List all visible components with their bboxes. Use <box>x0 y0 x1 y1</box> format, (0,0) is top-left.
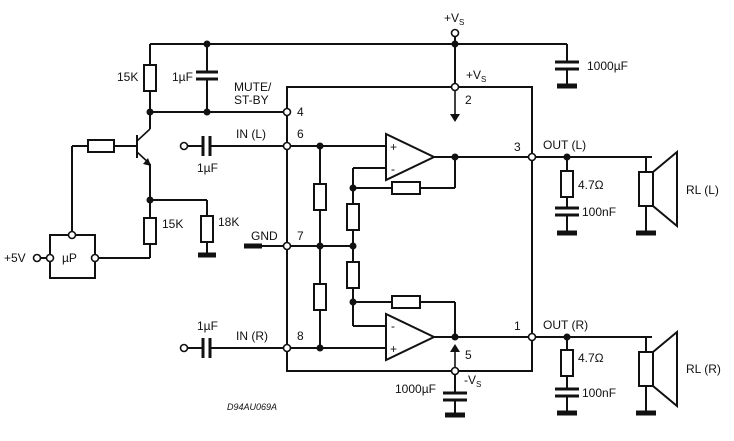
opamp-left-plus: - <box>391 162 395 176</box>
c-zobel-l-label: 100nF <box>582 205 616 219</box>
supply-arrow-down <box>450 114 460 122</box>
plus-vs-pin-label: +VS <box>466 68 486 84</box>
c-bottom-bulk-label: 1000µF <box>395 382 436 396</box>
opamp-left <box>385 132 528 182</box>
gnd-label: GND <box>251 229 278 243</box>
pin-4-number: 4 <box>297 105 304 119</box>
pin-5-number: 5 <box>465 348 472 362</box>
pin-1-number: 1 <box>514 319 521 333</box>
in-l-label: IN (L) <box>236 127 266 141</box>
r-15k-bottom-label: 15K <box>162 217 183 231</box>
pin-3-node <box>527 152 537 162</box>
pin-4-node <box>282 107 292 117</box>
plus-vs-top-label: +VS <box>444 11 464 27</box>
output-l-network <box>536 153 652 236</box>
mute-label-line2: ST-BY <box>234 93 269 107</box>
capacitor-1000uf-top <box>555 44 579 89</box>
capacitor-1000uf-bottom <box>443 375 467 418</box>
c-zobel-r-label: 100nF <box>582 386 616 400</box>
pin-2-node <box>450 82 460 92</box>
pin-8-number: 8 <box>297 329 304 343</box>
pin-2-number: 2 <box>465 93 472 107</box>
base-resistor <box>71 139 137 232</box>
micro-label: µP <box>62 251 77 265</box>
r-15k-top-label: 15K <box>117 70 138 84</box>
c-in-l-label: 1µF <box>197 161 218 175</box>
input-r-network <box>179 338 292 358</box>
opamp-left-minus: + <box>390 140 397 154</box>
r-18k-label: 18K <box>218 215 239 229</box>
rl-l-label: RL (L) <box>686 183 719 197</box>
resistor-15k-bottom <box>99 196 157 259</box>
resistor-18k <box>150 199 216 258</box>
feedback-ladder <box>346 157 456 337</box>
input-l-network <box>179 136 292 156</box>
pin-7-number: 7 <box>297 229 304 243</box>
speaker-right <box>636 329 678 416</box>
opamp-right <box>385 312 528 362</box>
pin-6-number: 6 <box>297 127 304 141</box>
out-r-label: OUT (R) <box>543 318 588 332</box>
opamp-right-minus: - <box>391 319 395 333</box>
output-r-network <box>536 333 652 416</box>
r-zobel-r-label: 4.7Ω <box>578 351 604 365</box>
mute-label-line1: MUTE/ <box>234 80 272 94</box>
minus-vs-label: -VS <box>464 373 481 389</box>
opamp-right-plus: + <box>390 342 397 356</box>
drawing-reference: D94AU069A <box>227 402 277 412</box>
plus5v-label: +5V <box>4 251 26 265</box>
internal-bias-resistors <box>290 142 386 352</box>
pin-1-node <box>527 332 537 342</box>
gnd-pin-network <box>244 241 353 251</box>
resistor-15k-top <box>143 44 157 116</box>
speaker-left <box>636 149 678 236</box>
rl-r-label: RL (R) <box>686 362 721 376</box>
c-in-r-label: 1µF <box>197 319 218 333</box>
pin-5-node <box>450 366 460 376</box>
c-mute-label: 1µF <box>172 70 193 84</box>
in-r-label: IN (R) <box>236 329 268 343</box>
negative-supply-arrow <box>450 344 460 352</box>
microcontroller <box>32 230 100 279</box>
c-top-bulk-label: 1000µF <box>587 59 628 73</box>
r-zobel-l-label: 4.7Ω <box>578 178 604 192</box>
ic-package-outline <box>286 86 533 372</box>
capacitor-1uf-mute <box>196 44 218 116</box>
pin-3-number: 3 <box>514 140 521 154</box>
out-l-label: OUT (L) <box>543 138 586 152</box>
